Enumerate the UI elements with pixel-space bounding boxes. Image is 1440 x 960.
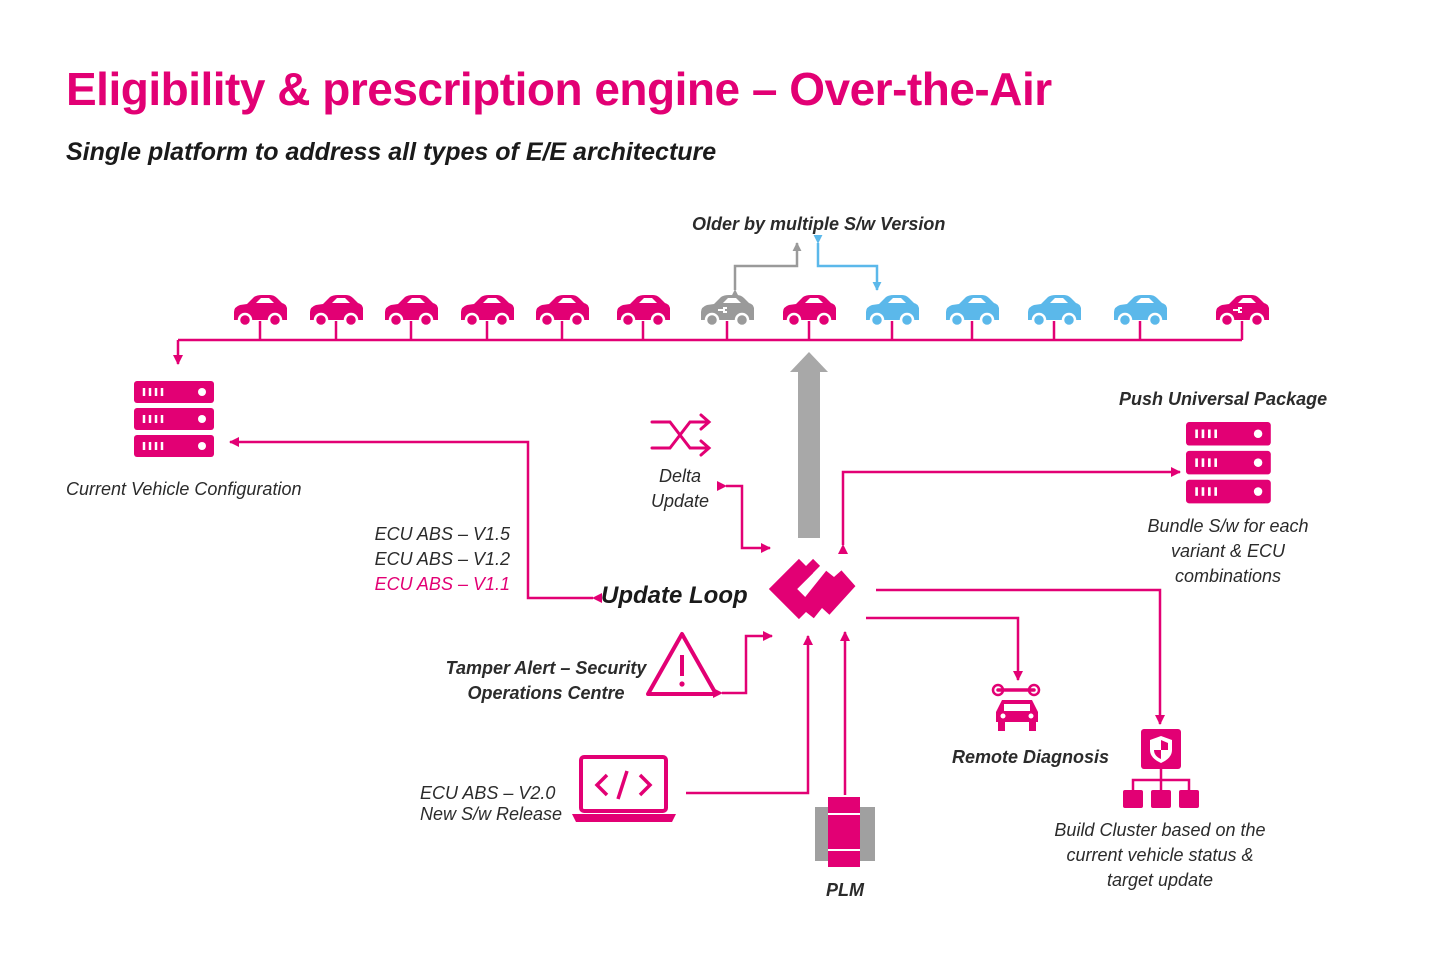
vehicle-fleet xyxy=(234,295,1269,340)
car-icon xyxy=(946,295,999,340)
car-wrench-icon xyxy=(991,683,1041,731)
new-release-line-1: ECU ABS – V2.0 xyxy=(420,783,556,803)
tamper-alert-line-2: Operations Centre xyxy=(467,683,625,703)
car-icon xyxy=(234,295,287,340)
plm-label: PLM xyxy=(826,880,864,900)
release-connector xyxy=(686,635,813,795)
build-cluster-label: Build Cluster based on the current vehic… xyxy=(1040,818,1280,893)
ecu-version-1: ECU ABS – V1.5 xyxy=(374,524,510,544)
update-loop-label: Update Loop xyxy=(601,582,748,609)
push-package-line-3: combinations xyxy=(1174,566,1282,586)
cluster-connector xyxy=(876,588,1165,725)
older-version-arrow xyxy=(730,242,802,299)
car-icon xyxy=(1028,295,1081,340)
shuffle-icon xyxy=(650,413,712,457)
deploy-arrow xyxy=(790,352,828,538)
push-package-description: Bundle S/w for each variant & ECU combin… xyxy=(1128,514,1328,589)
car-icon xyxy=(536,295,589,340)
car-icon xyxy=(385,295,438,340)
tamper-connector xyxy=(713,631,773,698)
push-connector xyxy=(838,467,1181,554)
car-icon xyxy=(1114,295,1167,340)
delta-connector xyxy=(717,481,771,553)
older-version-label: Older by multiple S/w Version xyxy=(692,214,946,234)
push-package-line-1: Bundle S/w for each xyxy=(1147,516,1309,536)
laptop-code-icon xyxy=(572,755,676,822)
diagnosis-connector xyxy=(866,616,1023,681)
new-release-line-2: New S/w Release xyxy=(420,804,563,824)
tamper-alert-line-1: Tamper Alert – Security xyxy=(445,658,647,678)
electric-car-icon xyxy=(701,295,754,340)
current-config-server-icon xyxy=(134,381,214,457)
car-icon xyxy=(617,295,670,340)
remote-diagnosis-label: Remote Diagnosis xyxy=(952,747,1110,767)
ecu-version-2: ECU ABS – V1.2 xyxy=(374,549,510,569)
new-release-label: ECU ABS – V2.0 New S/w Release xyxy=(420,783,562,825)
build-cluster-line-2: current vehicle status & xyxy=(1066,845,1254,865)
delta-update-line-2: Update xyxy=(650,491,710,511)
plm-icon xyxy=(815,797,875,867)
electric-car-icon xyxy=(1216,295,1269,340)
current-config-label: Current Vehicle Configuration xyxy=(66,479,302,499)
push-package-line-2: variant & ECU xyxy=(1170,541,1286,561)
page-title: Eligibility & prescription engine – Over… xyxy=(66,63,1052,115)
push-package-server-icon xyxy=(1186,422,1271,504)
push-package-title: Push Universal Package xyxy=(1119,389,1328,409)
car-icon xyxy=(783,295,836,340)
infinity-loop-icon xyxy=(768,558,856,620)
cluster-icon xyxy=(1123,729,1199,808)
tamper-alert-label: Tamper Alert – Security Operations Centr… xyxy=(436,656,656,706)
warning-icon xyxy=(646,632,718,696)
ecu-version-3: ECU ABS – V1.1 xyxy=(374,574,510,594)
newer-version-arrow xyxy=(813,234,882,291)
build-cluster-line-1: Build Cluster based on the xyxy=(1054,820,1266,840)
build-cluster-line-3: target update xyxy=(1106,870,1214,890)
fleet-bus xyxy=(173,338,1242,365)
delta-update-label: Delta Update xyxy=(640,464,720,514)
car-icon xyxy=(310,295,363,340)
config-connector xyxy=(229,437,602,603)
car-icon xyxy=(866,295,919,340)
page-subtitle: Single platform to address all types of … xyxy=(66,138,717,166)
car-icon xyxy=(461,295,514,340)
delta-update-line-1: Delta xyxy=(658,466,702,486)
